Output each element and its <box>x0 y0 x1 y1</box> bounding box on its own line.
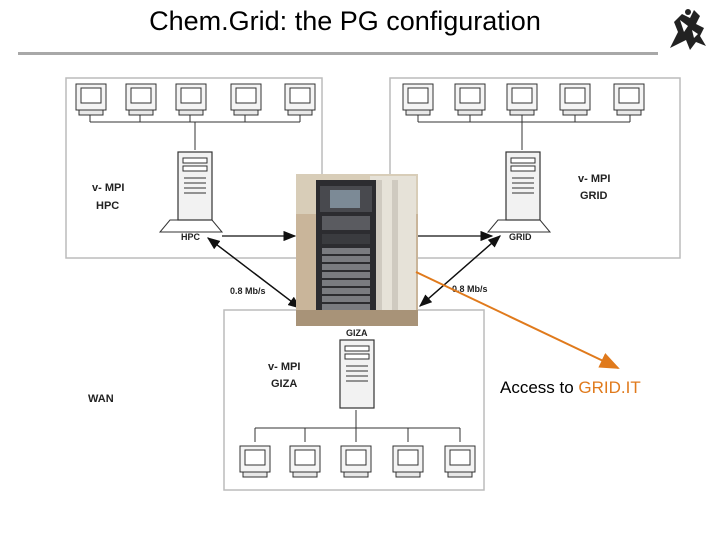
server-tower-icon <box>339 339 375 409</box>
workstation-icon <box>230 83 262 116</box>
workstation-icon <box>444 445 476 478</box>
grid-label-line2: GRID <box>580 190 608 202</box>
hpc-label-line1: v- MPI <box>92 182 124 194</box>
workstation-icon <box>289 445 321 478</box>
server-rack-photo <box>296 174 418 326</box>
server-tower-icon <box>177 151 213 221</box>
emblem-logo-icon <box>661 3 715 53</box>
title-underline <box>18 52 658 55</box>
grid-label-line1: v- MPI <box>578 173 610 185</box>
workstation-icon <box>125 83 157 116</box>
hpc-node-label: HPC <box>181 232 201 242</box>
access-callout: Access to GRID.IT <box>500 378 641 398</box>
workstation-icon <box>239 445 271 478</box>
cluster-hpc: v- MPI HPC HPC <box>65 77 323 259</box>
workstation-icon <box>613 83 645 116</box>
workstation-icon <box>175 83 207 116</box>
server-tower-icon <box>505 151 541 221</box>
link-lines <box>206 230 501 309</box>
workstation-icon <box>454 83 486 116</box>
workstation-icon <box>284 83 316 116</box>
access-highlight: GRID.IT <box>578 378 641 397</box>
access-prefix: Access to <box>500 378 579 397</box>
cluster-giza: v- MPI GIZA GIZA <box>223 309 485 491</box>
giza-label-line2: GIZA <box>271 378 297 390</box>
left-link-speed: 0.8 Mb/s <box>230 286 266 296</box>
callout-arrow <box>415 271 620 369</box>
workstation-icon <box>506 83 538 116</box>
workstation-icon <box>559 83 591 116</box>
workstation-icon <box>392 445 424 478</box>
wan-label: WAN <box>88 393 114 405</box>
cluster-grid: v- MPI GRID GRID <box>389 77 681 259</box>
giza-label-line1: v- MPI <box>268 361 300 373</box>
grid-node-label: GRID <box>509 232 532 242</box>
workstation-icon <box>340 445 372 478</box>
right-link-speed: 0.8 Mb/s <box>452 284 488 294</box>
slide-title: Chem.Grid: the PG configuration <box>149 6 541 36</box>
workstation-icon <box>75 83 107 116</box>
workstation-icon <box>402 83 434 116</box>
hpc-label-line2: HPC <box>96 200 119 212</box>
giza-node-label: GIZA <box>346 328 368 338</box>
